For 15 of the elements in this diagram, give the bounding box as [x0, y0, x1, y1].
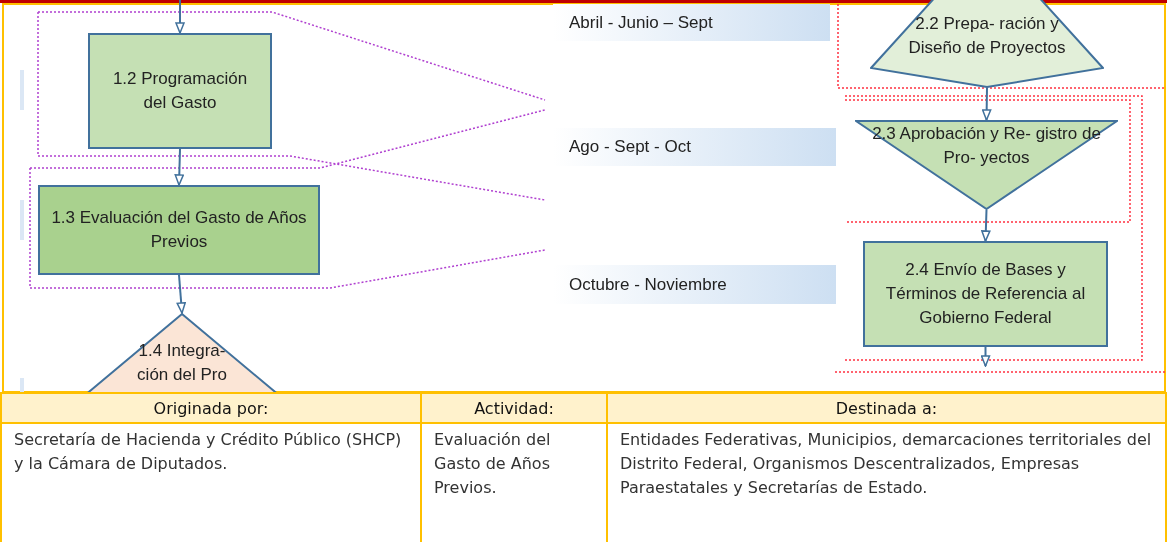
- arrow: [176, 274, 186, 314]
- arrow: [981, 209, 991, 242]
- arrow: [175, 0, 185, 34]
- decision-diamond: 2.2 Prepa- ración y Diseño de Proyectos: [870, 0, 1104, 88]
- arrow: [174, 148, 185, 186]
- process-box: 2.4 Envío de Bases y Términos de Referencia al Gobierno Federal: [863, 241, 1108, 347]
- column-header: Destinada a:: [606, 392, 1167, 424]
- process-box: 1.3 Evaluación del Gasto de Años Previos: [38, 185, 320, 275]
- inverted-triangle-shape: 2.3 Aprobación y Re- gistro de Pro- yectos: [855, 120, 1118, 210]
- process-box: 1.2 Programación del Gasto: [88, 33, 272, 149]
- period-band: Abril - Junio – Sept: [553, 4, 830, 41]
- arrow: [980, 346, 991, 367]
- column-header: Originada por:: [0, 392, 422, 424]
- arrow: [981, 87, 992, 121]
- column-header: Actividad:: [420, 392, 608, 424]
